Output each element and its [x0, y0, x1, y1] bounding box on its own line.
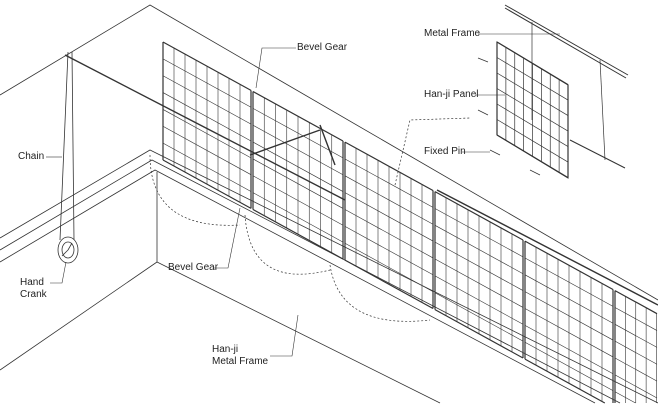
- grid-line: [344, 158, 434, 208]
- grid-line: [524, 291, 614, 341]
- label-hanji-metal-frame: Han-ji Metal Frame: [212, 344, 268, 368]
- grid-line: [434, 258, 524, 308]
- grid-line: [524, 308, 614, 358]
- label-hanji-frame-line1: Han-ji: [212, 344, 239, 355]
- grid-line: [252, 141, 344, 192]
- label-bevel-gear-bottom: Bevel Gear: [168, 262, 219, 273]
- leader-lines: [46, 33, 560, 357]
- grid-line: [614, 357, 658, 382]
- grid-line: [252, 108, 344, 159]
- grid-line: [434, 225, 524, 274]
- label-hanji-frame-line2: Metal Frame: [212, 356, 269, 367]
- grid-line: [344, 175, 434, 225]
- grid-line: [496, 72, 569, 116]
- grid-line: [162, 109, 252, 159]
- grid-line: [162, 126, 252, 175]
- grid-line: [344, 242, 434, 292]
- grid-line: [162, 58, 252, 108]
- grid-line: [524, 341, 614, 391]
- grid-line: [434, 208, 524, 258]
- grid-line: [344, 209, 434, 259]
- label-metal-frame: Metal Frame: [424, 28, 481, 39]
- grid-line: [162, 75, 252, 125]
- grid-line: [614, 324, 658, 348]
- grid-line: [524, 257, 614, 307]
- grid-line: [252, 192, 344, 243]
- label-fixed-pin: Fixed Pin: [424, 146, 466, 157]
- grid-line: [434, 292, 524, 342]
- grid-line: [252, 175, 344, 226]
- grid-line: [344, 226, 434, 276]
- grid-line: [614, 374, 658, 399]
- grid-line: [162, 142, 252, 192]
- chain-and-crank: [57, 51, 79, 264]
- grid-line: [252, 124, 344, 175]
- label-hand-crank: Hand Crank: [20, 277, 47, 301]
- label-hanji-panel: Han-ji Panel: [424, 89, 479, 100]
- label-hand-crank-line1: Hand: [20, 277, 44, 288]
- grid-line: [524, 274, 614, 324]
- grid-line: [614, 340, 658, 365]
- grid-line: [162, 92, 252, 142]
- detail-view: [477, 4, 629, 179]
- grid-line: [524, 358, 606, 404]
- grid-line: [344, 192, 434, 242]
- grid-line: [614, 391, 636, 404]
- grid-line: [434, 275, 524, 325]
- label-bevel-gear-top: Bevel Gear: [297, 42, 348, 53]
- grid-line: [496, 119, 569, 163]
- grid-line: [614, 307, 658, 331]
- grid-line: [496, 103, 569, 147]
- grid-line: [434, 241, 524, 291]
- grid-line: [496, 57, 569, 101]
- grid-line: [496, 88, 569, 132]
- grid-line: [252, 158, 344, 209]
- hanji-frame-grid: [162, 41, 658, 404]
- grid-line: [524, 325, 614, 375]
- swing-arcs: [149, 117, 471, 322]
- label-chain: Chain: [18, 151, 45, 162]
- label-hand-crank-line2: Crank: [20, 289, 47, 300]
- building-outline: [0, 4, 658, 404]
